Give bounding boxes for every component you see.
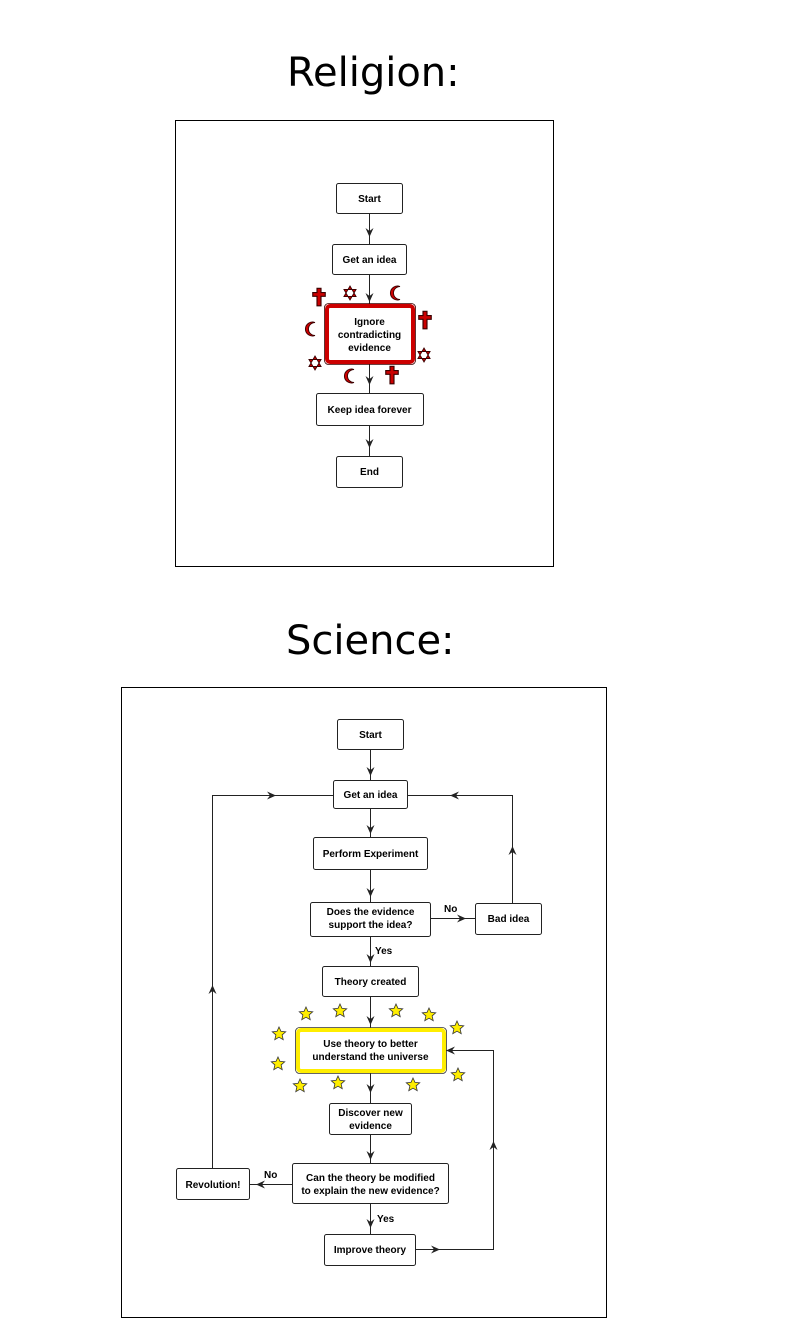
science-yes-improve-label: Yes: [377, 1214, 395, 1225]
science-yes-theory-label: Yes: [375, 946, 393, 957]
religion-keep-label: Keep idea forever: [328, 405, 412, 416]
science-can-modify-label-1: Can the theory be modified: [306, 1173, 435, 1184]
science-node-can-modify: Can the theory be modified to explain th…: [292, 1163, 449, 1204]
science-use-theory-label-2: understand the universe: [312, 1052, 429, 1063]
science-node-perform: Perform Experiment: [313, 837, 428, 870]
science-discover-label-2: evidence: [349, 1121, 392, 1132]
science-can-modify-label-2: to explain the new evidence?: [301, 1186, 439, 1197]
religion-node-end: End: [336, 456, 403, 488]
science-use-theory-label-1: Use theory to better: [323, 1039, 418, 1050]
science-node-improve: Improve theory: [324, 1234, 416, 1266]
religion-node-get-idea: Get an idea: [332, 244, 407, 275]
science-bad-idea-label: Bad idea: [488, 914, 530, 925]
science-revolution-label: Revolution!: [186, 1180, 241, 1191]
science-node-get-idea: Get an idea: [333, 780, 408, 809]
religion-ignore-label-2: contradicting: [338, 330, 401, 341]
science-does-evidence-label-1: Does the evidence: [327, 907, 415, 918]
science-node-start: Start: [337, 719, 404, 750]
religion-node-keep: Keep idea forever: [316, 393, 424, 426]
religion-ignore-label-1: Ignore: [354, 317, 385, 328]
religion-ignore-label-3: evidence: [348, 343, 391, 354]
religion-node-ignore: Ignore contradicting evidence: [324, 303, 416, 365]
science-node-discover: Discover new evidence: [329, 1103, 412, 1135]
science-start-label: Start: [359, 730, 382, 741]
science-discover-label-1: Discover new: [338, 1108, 403, 1119]
science-labels: No Yes No Yes: [264, 904, 457, 1225]
science-node-use-theory: Use theory to better understand the univ…: [295, 1027, 447, 1074]
religion-end-label: End: [360, 467, 379, 478]
science-node-theory-created: Theory created: [322, 966, 419, 997]
science-no-revolution-label: No: [264, 1170, 277, 1181]
science-no-bad-label: No: [444, 904, 457, 915]
religion-start-label: Start: [358, 194, 381, 205]
science-title: Science:: [286, 618, 455, 664]
religion-node-start: Start: [336, 183, 403, 214]
science-connectors: [208, 750, 517, 1254]
religion-get-idea-label: Get an idea: [343, 255, 397, 266]
science-does-evidence-label-2: support the idea?: [329, 920, 413, 931]
science-node-revolution: Revolution!: [176, 1168, 250, 1200]
religion-title: Religion:: [287, 50, 460, 96]
religion-connectors: [365, 213, 374, 456]
science-theory-created-label: Theory created: [335, 977, 407, 988]
science-node-does-evidence: Does the evidence support the idea?: [310, 902, 431, 937]
science-perform-label: Perform Experiment: [323, 849, 419, 860]
science-improve-label: Improve theory: [334, 1245, 407, 1256]
science-node-bad-idea: Bad idea: [475, 903, 542, 935]
science-get-idea-label: Get an idea: [344, 790, 398, 801]
